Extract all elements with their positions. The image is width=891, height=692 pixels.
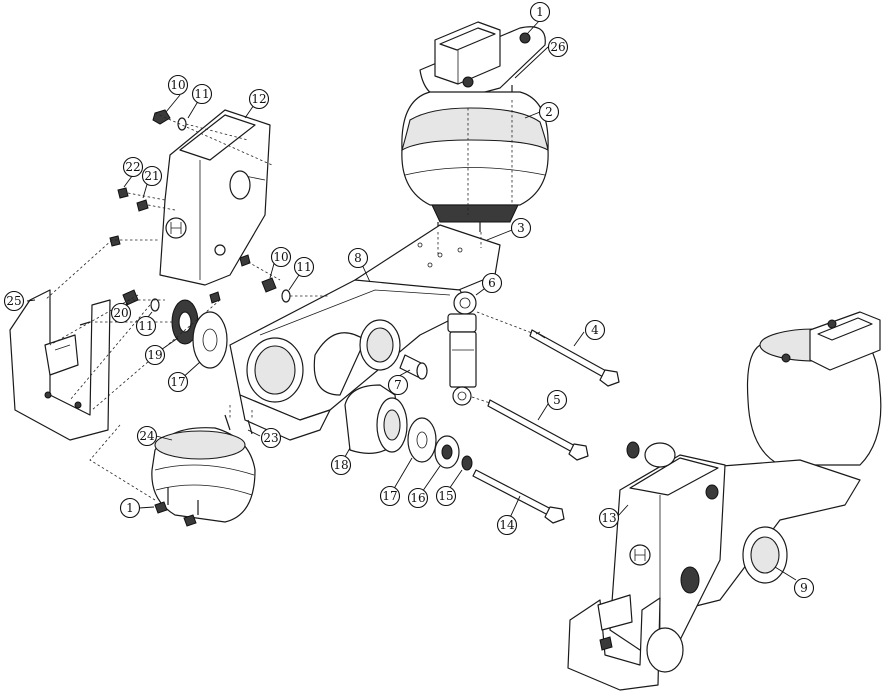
callout-13: 13 [598,507,620,529]
left-bushing-and-washer [171,299,228,369]
svg-text:13: 13 [601,511,616,525]
callout-2: 2 [538,101,560,123]
top-air-spring-assembly [401,21,549,232]
callout-5: 5 [546,389,568,411]
callout-4: 4 [584,319,606,341]
left-small-fasteners [79,109,291,326]
svg-text:10: 10 [170,78,185,92]
callout-11-upper: 11 [191,83,213,105]
callout-1-top: 1 [529,1,551,23]
shock-absorber [447,291,477,406]
callout-17-left: 17 [167,371,189,393]
callout-7: 7 [387,374,409,396]
svg-text:25: 25 [6,294,21,308]
svg-text:1: 1 [536,5,544,19]
svg-text:11: 11 [296,260,311,274]
svg-text:23: 23 [263,431,278,445]
callout-10-upper: 10 [167,74,189,96]
svg-text:17: 17 [382,489,397,503]
callout-26: 26 [547,36,569,58]
callout-12: 12 [248,88,270,110]
callout-3: 3 [510,217,532,239]
callout-18: 18 [330,454,352,476]
svg-text:9: 9 [800,581,808,595]
lower-air-spring [151,414,256,527]
callout-24: 24 [136,425,158,447]
bushing-and-washers [344,384,473,471]
spacer-sleeve [399,354,428,380]
svg-text:1: 1 [126,501,134,515]
callout-15: 15 [435,485,457,507]
callout-8: 8 [347,247,369,269]
callout-11-lower: 11 [135,315,157,337]
svg-text:19: 19 [147,348,162,362]
svg-text:22: 22 [125,160,140,174]
svg-text:3: 3 [517,221,525,235]
callout-20: 20 [110,302,132,324]
svg-text:12: 12 [251,92,266,106]
svg-text:24: 24 [139,429,155,443]
callout-25: 25 [3,290,25,312]
callout-6: 6 [481,272,503,294]
long-bolts [472,329,620,524]
svg-text:16: 16 [410,491,425,505]
svg-text:2: 2 [545,105,553,119]
callout-1-bottom: 1 [119,497,141,519]
callout-9: 9 [793,577,815,599]
svg-text:17: 17 [170,375,185,389]
svg-text:26: 26 [550,40,565,54]
svg-text:5: 5 [553,393,561,407]
side-plate [9,289,111,441]
callout-19: 19 [144,344,166,366]
left-hanger-bracket [159,109,271,286]
svg-text:18: 18 [333,458,348,472]
callout-16: 16 [407,487,429,509]
svg-text:14: 14 [499,518,515,532]
right-assembled-unit [567,311,882,691]
svg-text:6: 6 [488,276,496,290]
callout-14: 14 [496,514,518,536]
svg-text:15: 15 [438,489,453,503]
callout-22: 22 [122,156,144,178]
callout-11-middle: 11 [293,256,315,278]
callout-17-right: 17 [379,485,401,507]
svg-text:20: 20 [113,306,128,320]
svg-text:21: 21 [144,169,159,183]
callout-21: 21 [141,165,163,187]
callout-23: 23 [260,427,282,449]
callout-10-middle: 10 [270,246,292,268]
svg-text:8: 8 [354,251,362,265]
svg-text:11: 11 [138,319,153,333]
trailing-arm-beam [229,224,501,441]
svg-text:7: 7 [394,378,402,392]
svg-text:11: 11 [194,87,209,101]
svg-text:10: 10 [273,250,288,264]
svg-text:4: 4 [591,323,599,337]
